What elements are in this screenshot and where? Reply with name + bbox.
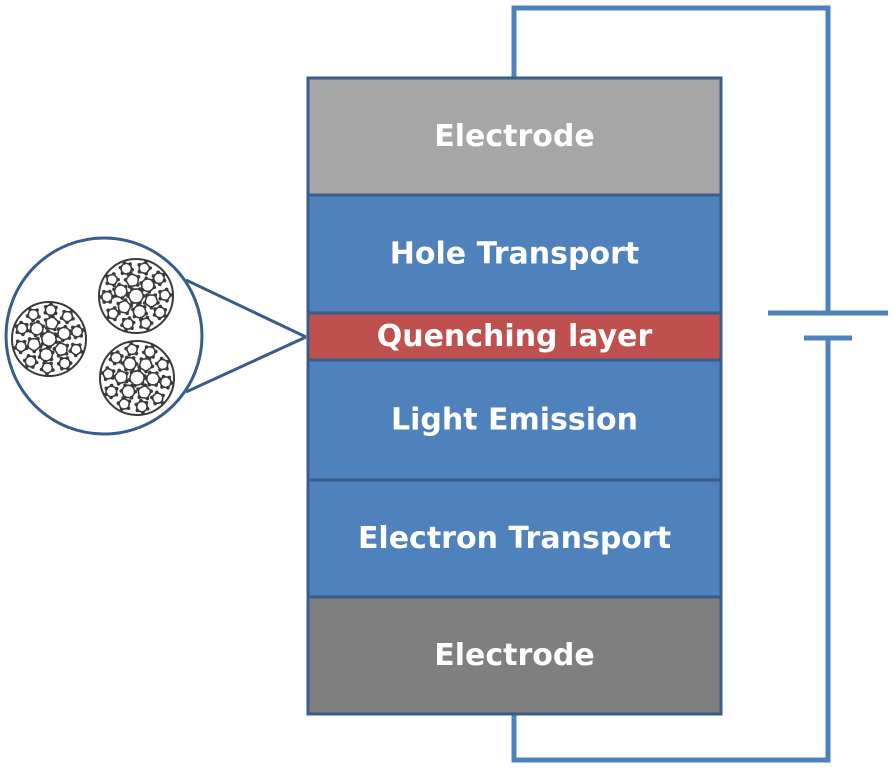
electron-transport-label: Electron Transport xyxy=(358,521,671,556)
zoom-callout-lines xyxy=(185,278,307,394)
magnifier-circle xyxy=(4,236,204,436)
electrode-bottom-label: Electrode xyxy=(434,638,594,673)
fullerene-group xyxy=(11,258,175,416)
electron-transport-block xyxy=(306,478,723,599)
light-emission-label: Light Emission xyxy=(391,403,638,438)
electrode-top-label: Electrode xyxy=(434,119,594,154)
fullerene-icon xyxy=(11,301,87,377)
battery-icon xyxy=(768,310,888,341)
circuit-wire-top xyxy=(511,5,831,313)
light-emission-block xyxy=(306,358,723,482)
electrode-top-block xyxy=(306,76,723,197)
circuit-wire-bottom xyxy=(511,338,831,763)
fullerene-icon xyxy=(99,340,175,416)
quenching-layer-label: Quenching layer xyxy=(377,319,653,354)
quenching-layer-block xyxy=(306,311,723,362)
fullerene-icon xyxy=(98,258,174,334)
electrode-bottom-block xyxy=(306,595,723,716)
hole-transport-label: Hole Transport xyxy=(390,237,639,272)
